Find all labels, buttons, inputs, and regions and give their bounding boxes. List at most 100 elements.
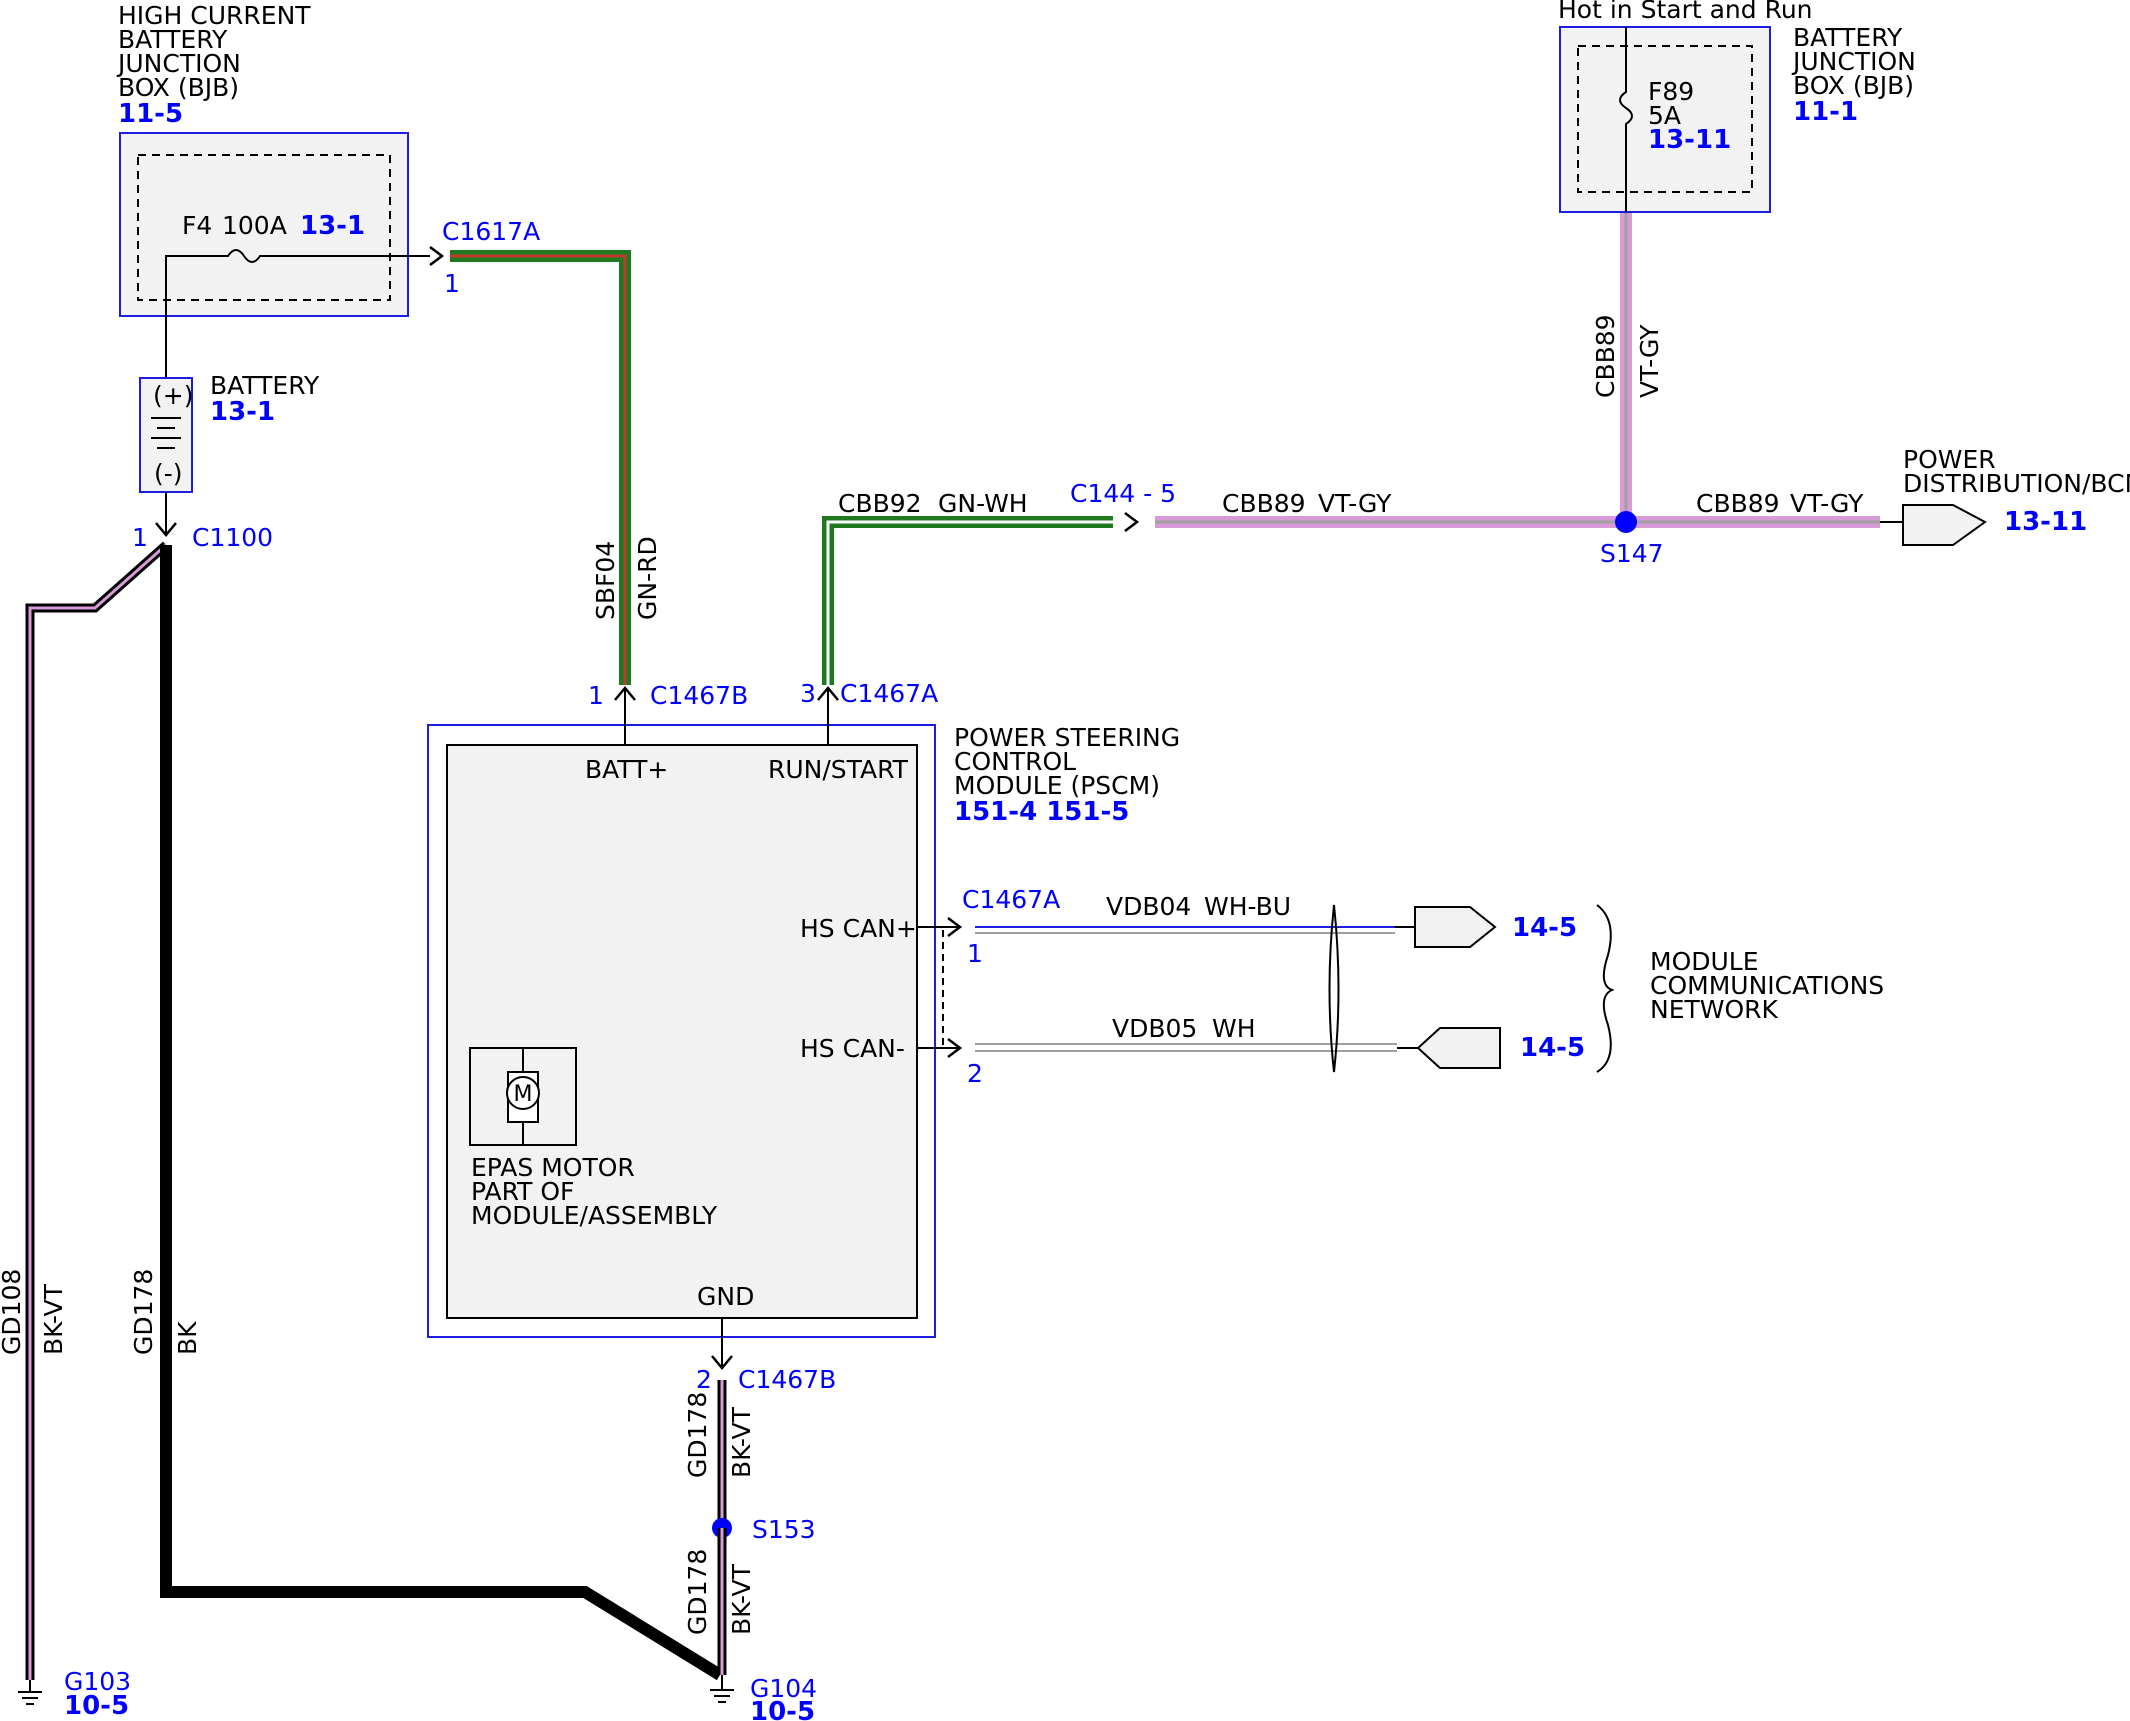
bjb-title-3: BOX (BJB): [1793, 71, 1914, 100]
wire-gd178-lower-color: BK-VT: [727, 1563, 756, 1635]
wire-vdb04-circuit: VDB04: [1106, 892, 1191, 921]
wire-vdb05-circuit: VDB05: [1112, 1014, 1197, 1043]
wire-cbb92-circuit: CBB92: [838, 489, 922, 518]
connector-c1467a-run-label: C1467A: [840, 679, 938, 708]
hcbjb-title-2: BATTERY: [118, 25, 228, 54]
wire-gd178-main-circuit: GD178: [129, 1269, 158, 1355]
mcn-title-1: MODULE: [1650, 947, 1759, 976]
splice-s147: [1615, 511, 1637, 533]
bjb-title-2: JUNCTION: [1791, 47, 1916, 76]
pin-batt-label: BATT+: [585, 755, 668, 784]
bjb-inner-dashed: [1577, 45, 1753, 193]
wire-cbb89-vertical: CBB89 VT-GY: [1591, 212, 1664, 522]
pscm-inner-box: [446, 744, 918, 1319]
can-minus-arrow: [1416, 1027, 1501, 1069]
pin-canp-label: HS CAN+: [800, 914, 917, 943]
ground-g103-name: G103: [64, 1667, 131, 1696]
epas-motor-label-2: PART OF: [471, 1177, 574, 1206]
battery-box: [139, 377, 193, 493]
pscm-refs: 151-4 151-5: [954, 797, 1129, 827]
epas-motor-label-1: EPAS MOTOR: [471, 1153, 635, 1182]
epas-motor-symbol: M: [514, 1082, 533, 1107]
wire-gd178-upper-circuit: GD178: [683, 1392, 712, 1478]
epas-motor-label-3: MODULE/ASSEMBLY: [471, 1201, 718, 1230]
fuse-f4-rating: 100A: [222, 211, 287, 240]
ground-g103-ref: 10-5: [64, 1691, 129, 1721]
ground-g103: G103 10-5: [18, 1667, 131, 1721]
pscm-module: BATT+ RUN/START HS CAN+ HS CAN- GND M EP…: [427, 724, 936, 1338]
hcbjb-title-3: JUNCTION: [116, 49, 241, 78]
wire-gd178-lower: GD178 BK-VT: [683, 1528, 756, 1675]
connector-c1617a-pin: 1: [444, 269, 460, 298]
connector-c1100-label: C1100: [192, 523, 273, 552]
wire-gd178-main: GD178 BK: [129, 545, 724, 1681]
connector-c1467a-can: C1467A 1 2: [917, 885, 1060, 1088]
can-minus-ref: 14-5: [1520, 1033, 1585, 1063]
wire-cbb89-vertical-circuit: CBB89: [1591, 314, 1620, 398]
pscm-title-3: MODULE (PSCM): [954, 771, 1160, 800]
pscm-outer-box: [427, 724, 936, 1338]
hcbjb-inner-dashed: [137, 154, 391, 301]
fuse-f89-symbol: [1619, 27, 1633, 212]
wire-vdb04-color: WH-BU: [1204, 892, 1291, 921]
wire-gd108-circuit: GD108: [0, 1269, 26, 1355]
battery-plus: (+): [153, 381, 193, 410]
bjb-box: [1559, 26, 1771, 213]
connector-c1467a-can-label: C1467A: [962, 885, 1060, 914]
can-plus-ref: 14-5: [1512, 913, 1577, 943]
wire-vdb05-color: WH: [1212, 1014, 1256, 1043]
power-distribution-bcm: POWER DISTRIBUTION/BCM 13-11: [1880, 445, 2130, 546]
network-brace: [1596, 904, 1615, 1073]
connector-c1100-arrow: [155, 522, 177, 537]
power-distribution-title-1: POWER: [1903, 445, 1996, 474]
wire-cbb89-left-circuit: CBB89: [1222, 489, 1306, 518]
wire-cbb92-color: GN-WH: [938, 489, 1028, 518]
battery: (+) (-) BATTERY 13-1: [139, 371, 320, 537]
fuse-f89-name: F89: [1648, 77, 1694, 106]
mcn-title-2: COMMUNICATIONS: [1650, 971, 1884, 1000]
pin-canm-label: HS CAN-: [800, 1034, 905, 1063]
bjb: Hot in Start and Run F89 5A 13-11: [1558, 0, 1813, 213]
power-distribution-title-2: DISTRIBUTION/BCM: [1903, 469, 2130, 498]
connector-c144-label: C144 - 5: [1070, 479, 1176, 508]
ground-g104-ref: 10-5: [750, 1697, 815, 1721]
connector-c1467a-can-pin-minus: 2: [967, 1059, 983, 1088]
wire-gd108: GD108 BK-VT: [0, 541, 169, 1680]
pscm-title-2: CONTROL: [954, 747, 1076, 776]
splice-s153-label: S153: [752, 1515, 816, 1544]
connector-c1467a-run: 3 C1467A: [800, 679, 938, 745]
wire-sbf04-circuit: SBF04: [591, 541, 620, 620]
wire-cbb89-left-color: VT-GY: [1318, 489, 1392, 518]
battery-minus: (-): [154, 459, 183, 488]
wire-gd178-lower-circuit: GD178: [683, 1549, 712, 1635]
hcbjb: HIGH CURRENT BATTERY JUNCTION BOX (BJB) …: [116, 1, 445, 378]
connector-c1617a-arrow: [429, 246, 445, 266]
wire-cbb92: CBB92 GN-WH: [822, 489, 1113, 685]
can-plus-arrow: [1414, 906, 1497, 948]
wire-gd178-upper: GD178 BK-VT: [683, 1380, 756, 1528]
fuse-f89-ref: 13-11: [1648, 125, 1731, 155]
wire-vdb05: VDB05 WH: [975, 1014, 1397, 1052]
fuse-f4-ref: 13-1: [300, 211, 365, 241]
pscm-title-1: POWER STEERING: [954, 723, 1180, 752]
ground-g104: G104 10-5: [710, 1674, 817, 1721]
connector-c1617a-label: C1617A: [442, 217, 540, 246]
fuse-f4-symbol: [165, 249, 430, 378]
wire-gd178-main-color: BK: [173, 1321, 202, 1355]
wire-sbf04: SBF04 GN-RD: [450, 250, 662, 685]
wire-gd108-color: BK-VT: [39, 1283, 68, 1355]
connector-c1467b-gnd-label: C1467B: [738, 1365, 836, 1394]
splice-s147-label: S147: [1600, 539, 1664, 568]
pin-gnd-label: GND: [697, 1282, 754, 1311]
bjb-ref: 11-1: [1793, 97, 1858, 127]
power-distribution-ref: 13-11: [2004, 507, 2087, 537]
ground-g104-name: G104: [750, 1674, 817, 1703]
battery-ref: 13-1: [210, 397, 275, 427]
connector-c1467a-run-pin: 3: [800, 679, 816, 708]
wire-cbb89-right-color: VT-GY: [1790, 489, 1864, 518]
connector-c1467b-batt-pin: 1: [588, 681, 604, 710]
connector-c1467b-batt-label: C1467B: [650, 681, 748, 710]
hcbjb-title-1: HIGH CURRENT: [118, 1, 311, 30]
bjb-header: Hot in Start and Run: [1558, 0, 1813, 24]
